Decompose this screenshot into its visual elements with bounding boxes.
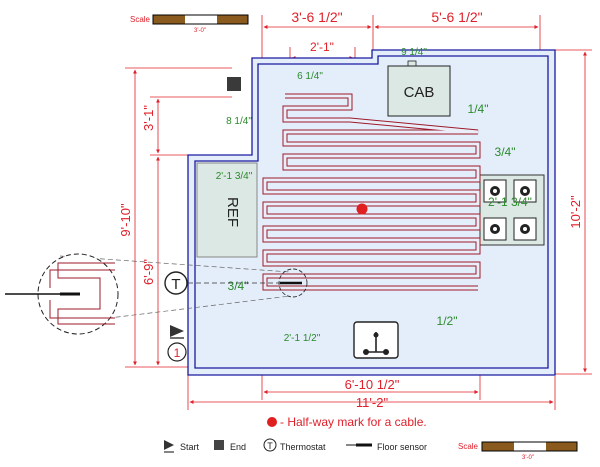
dim-bottom-overall-width: 11'-2" — [356, 395, 389, 410]
scale-label-top: Scale — [130, 15, 151, 24]
note-dot — [267, 417, 277, 427]
clearance-heating-left-upper: 8 1/4" — [226, 116, 252, 127]
clearance-thermostat-gap: 3/4" — [228, 279, 249, 293]
dim-top-right-width: 5'-6 1/2" — [431, 9, 482, 25]
clearance-heating-top: 6 1/4" — [297, 71, 323, 82]
clearance-sink-right: 1/2" — [437, 314, 458, 328]
legend: Start End T Thermostat Floor sensor — [164, 438, 427, 453]
range-cooktop — [479, 174, 545, 246]
scale-bar-top: Scale 3'-0" — [130, 14, 249, 34]
dim-right-overall-height: 10'-2" — [568, 195, 583, 229]
halfway-note: - Half-way mark for a cable. — [280, 415, 427, 429]
legend-end-swatch — [214, 440, 224, 450]
dim-top-left-width: 3'-6 1/2" — [291, 9, 342, 25]
halfway-mark — [356, 203, 368, 215]
dim-top-inner-width: 2'-1" — [310, 40, 334, 54]
cabinet-label: CAB — [404, 84, 435, 101]
scale-label-bottom: Scale — [458, 442, 479, 451]
scale-length-top: 3'-0" — [194, 28, 206, 34]
clearance-cab-right: 1/4" — [468, 102, 489, 116]
start-number: 1 — [174, 346, 181, 360]
sink — [353, 321, 399, 359]
sensor-detail — [5, 253, 119, 335]
clearance-ref-gap: 2'-1 3/4" — [216, 171, 253, 182]
dim-left-lower-height: 6'-9" — [141, 259, 156, 285]
legend-start: Start — [180, 442, 200, 452]
inner-wall — [194, 55, 549, 369]
refrigerator-label: REF — [224, 197, 241, 227]
heating-cable-core — [263, 94, 480, 290]
dim-bottom-inner-width: 6'-10 1/2" — [345, 377, 400, 392]
outer-wall — [187, 49, 556, 376]
scale-bar-bottom: Scale 3'-0" — [458, 441, 578, 461]
thermostat-marker: T — [164, 271, 188, 295]
clearance-range-gap: 3/4" — [495, 145, 516, 159]
clearance-range-inner: 2'-1 3/4" — [488, 195, 532, 209]
dim-left-upper-height: 3'-1" — [141, 105, 156, 131]
start-marker: 1 — [167, 325, 187, 362]
legend-floor-sensor: Floor sensor — [377, 442, 427, 452]
dim-left-overall-height: 9'-10" — [118, 203, 133, 237]
refrigerator: REF — [196, 162, 258, 258]
thermostat-letter: T — [171, 276, 180, 293]
clearance-sink-left: 2'-1 1/2" — [284, 333, 321, 344]
legend-end: End — [230, 442, 246, 452]
sensor-detail-callout — [278, 268, 308, 298]
end-marker — [227, 77, 241, 91]
scale-length-bottom: 3'-0" — [522, 455, 534, 461]
svg-text:T: T — [267, 441, 273, 451]
cabinet: CAB — [387, 60, 451, 117]
clearance-cab-top: 9 1/4" — [401, 47, 427, 58]
legend-thermostat: Thermostat — [280, 442, 326, 452]
